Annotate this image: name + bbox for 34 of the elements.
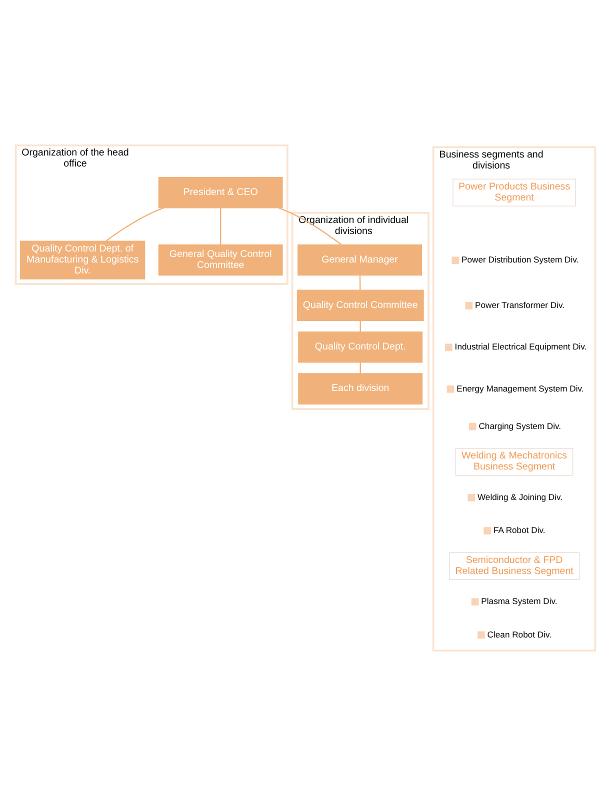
node-label: Welding & Joining Div. [478, 491, 563, 502]
node-box [452, 256, 460, 264]
node-box: Quality Control Dept. of Manufacturing & Logistics Div. [20, 240, 146, 279]
node-label: Industrial Electrical Equipment Div. [454, 341, 587, 352]
node-box: Quality Control Dept. [298, 330, 423, 362]
connector [278, 206, 342, 245]
connector [360, 320, 361, 332]
node-label: FA Robot Div. [493, 524, 546, 535]
node-label: Plasma System Div. [481, 596, 558, 606]
node-box: Semiconductor & FPD Related Business Segment [448, 552, 580, 580]
node-box: General Quality Control Committee [158, 244, 283, 276]
node-label: Power Transformer Div. [475, 299, 565, 310]
connector [360, 362, 361, 373]
node-box: Each division [298, 372, 423, 404]
node-label: Power Distribution System Div. [462, 254, 579, 264]
node-box [446, 384, 454, 392]
node-box [484, 526, 491, 534]
node-box: Welding & Mechatronics Business Segment [455, 447, 574, 476]
node-label: Clean Robot Div. [487, 628, 552, 639]
node-box [465, 302, 473, 309]
node-box: General Manager [298, 244, 422, 276]
node-box [471, 598, 479, 606]
node-box: Quality Control Committee [296, 289, 424, 321]
node-box: Power Products Business Segment [452, 178, 576, 206]
node-box [478, 630, 485, 638]
node-box [468, 493, 476, 501]
connector [220, 208, 222, 244]
node-box: President & CEO [158, 176, 283, 208]
node-box [468, 422, 476, 430]
node-box [445, 343, 452, 351]
connector [106, 206, 164, 241]
node-label: Charging System Div. [478, 420, 562, 430]
connector [359, 275, 361, 290]
node-label: Energy Management System Div. [456, 382, 584, 393]
